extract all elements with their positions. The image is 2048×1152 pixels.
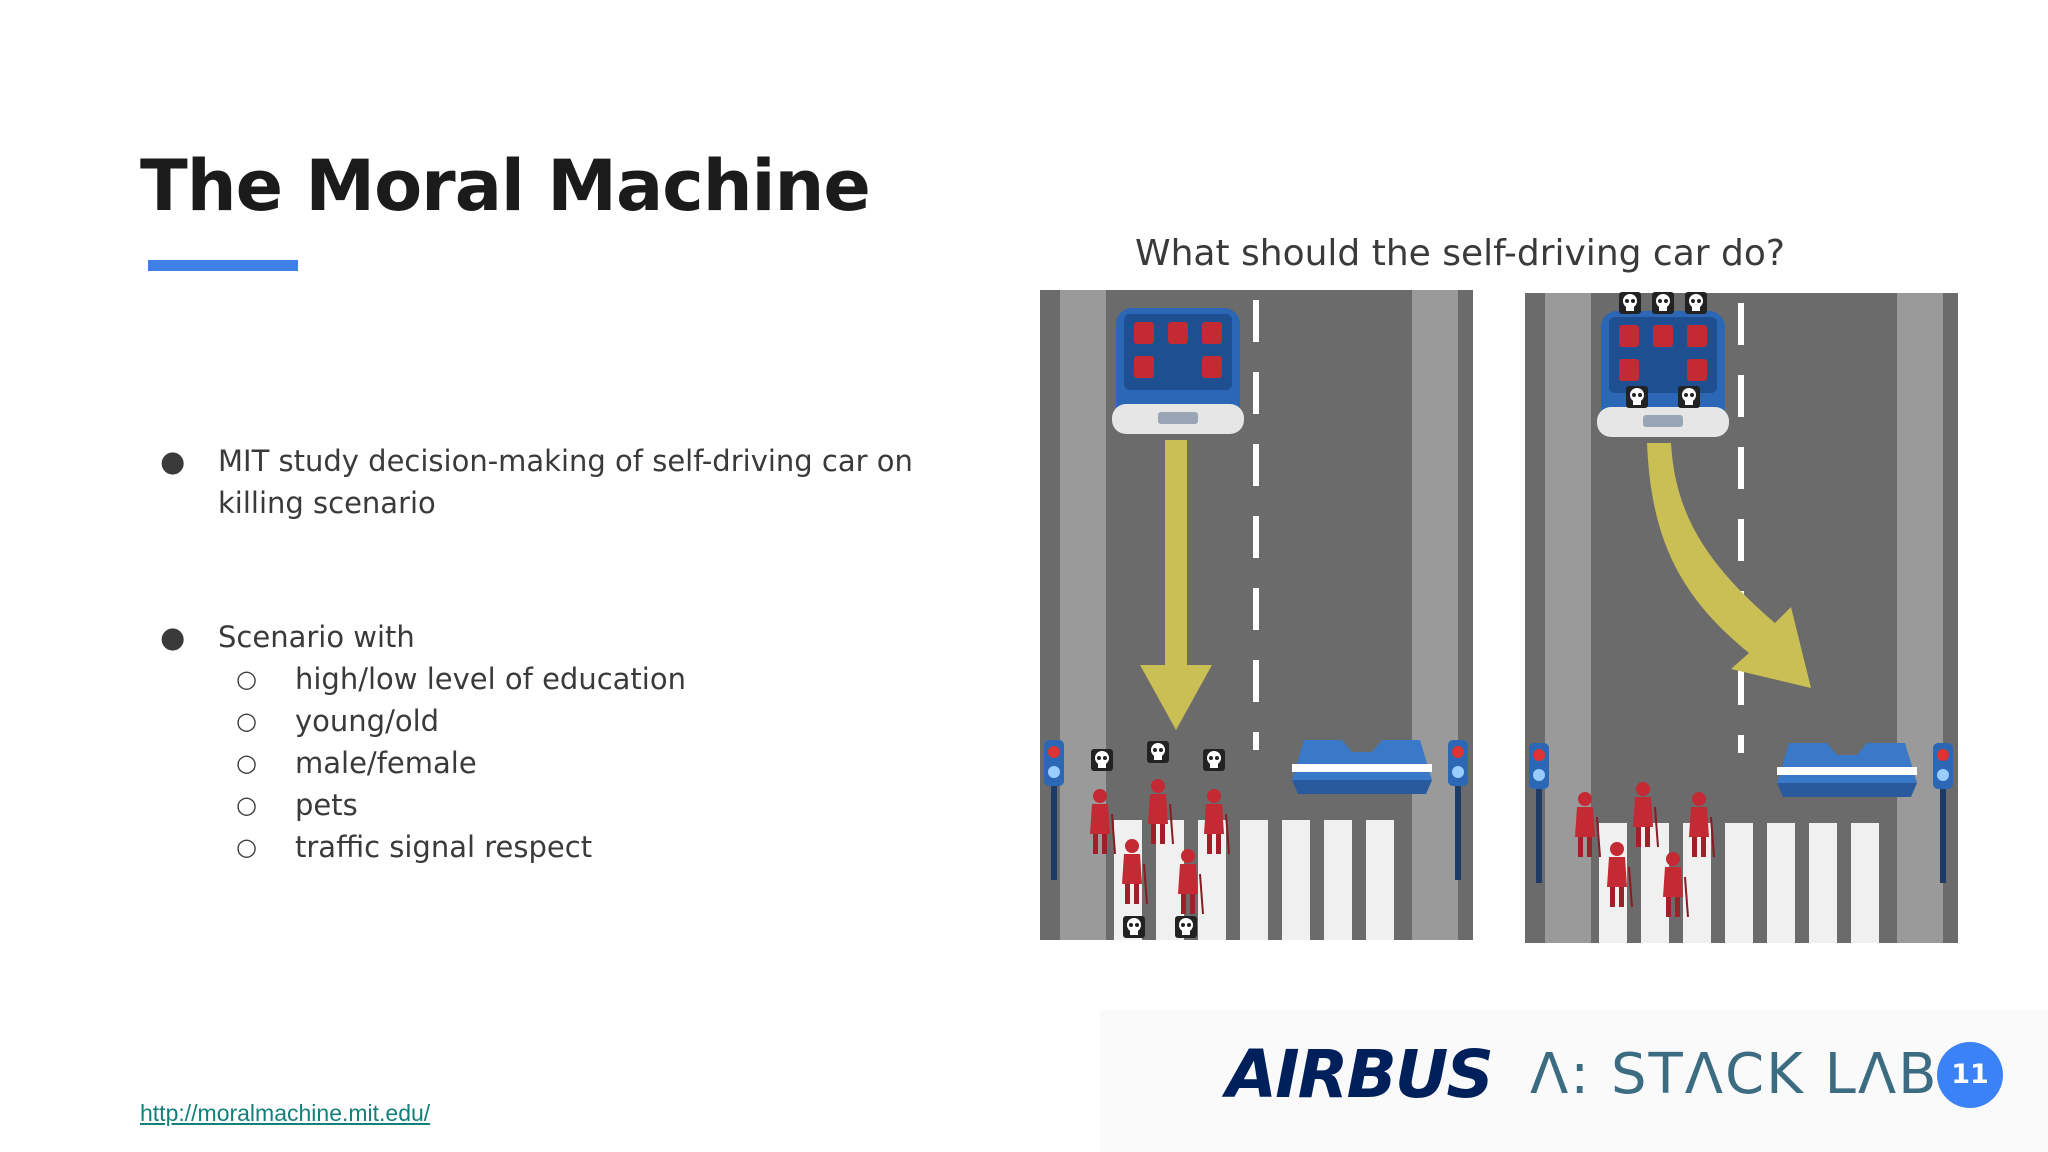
scenario-panel-left: [1040, 290, 1473, 940]
sub-bullet-text: male/female: [295, 746, 477, 780]
stacklabs-logo: Λ: STΛCK LΛBS: [1530, 1042, 1976, 1107]
moral-machine-illustration: What should the self-driving car do?: [1040, 233, 1958, 943]
bullet-list: ● MIT study decision-making of self-driv…: [160, 440, 920, 868]
page-number-badge: 11: [1937, 1042, 2003, 1108]
airbus-logo: AIRBUS: [1226, 1036, 1494, 1113]
sub-bullet-circle-icon: ○: [236, 791, 257, 819]
sub-bullet-item: ○ high/low level of education: [160, 658, 920, 700]
sub-bullet-circle-icon: ○: [236, 665, 257, 693]
sub-bullet-text: young/old: [295, 704, 440, 738]
sub-bullet-text: high/low level of education: [295, 662, 686, 696]
sub-bullet-item: ○ young/old: [160, 700, 920, 742]
sub-bullet-item: ○ male/female: [160, 742, 920, 784]
sub-bullet-circle-icon: ○: [236, 833, 257, 861]
sub-bullet-item: ○ pets: [160, 784, 920, 826]
scenario-panel-right: [1525, 292, 1958, 943]
bullet-text: Scenario with: [218, 620, 415, 654]
bullet-item: ● MIT study decision-making of self-driv…: [160, 440, 920, 524]
sub-bullet-text: pets: [295, 788, 358, 822]
sub-bullet-list: ○high/low level of education ○young/old …: [218, 658, 920, 868]
slide-title: The Moral Machine: [140, 145, 871, 227]
title-underline: [148, 260, 298, 271]
illustration-caption: What should the self-driving car do?: [1135, 233, 1785, 274]
logo-bar: AIRBUS Λ: STΛCK LΛBS: [1100, 1010, 2048, 1152]
source-link[interactable]: http://moralmachine.mit.edu/: [140, 1100, 431, 1126]
bullet-item: ● Scenario with ○ high/low level of educa…: [160, 616, 920, 868]
sub-bullet-item: ○ traffic signal respect: [160, 826, 920, 868]
bullet-dot-icon: ●: [160, 444, 186, 478]
sub-bullet-text: traffic signal respect: [295, 830, 593, 864]
sub-bullet-circle-icon: ○: [236, 749, 257, 777]
bullet-text: MIT study decision-making of self-drivin…: [218, 444, 913, 520]
sub-bullet-circle-icon: ○: [236, 707, 257, 735]
bullet-dot-icon: ●: [160, 620, 186, 654]
